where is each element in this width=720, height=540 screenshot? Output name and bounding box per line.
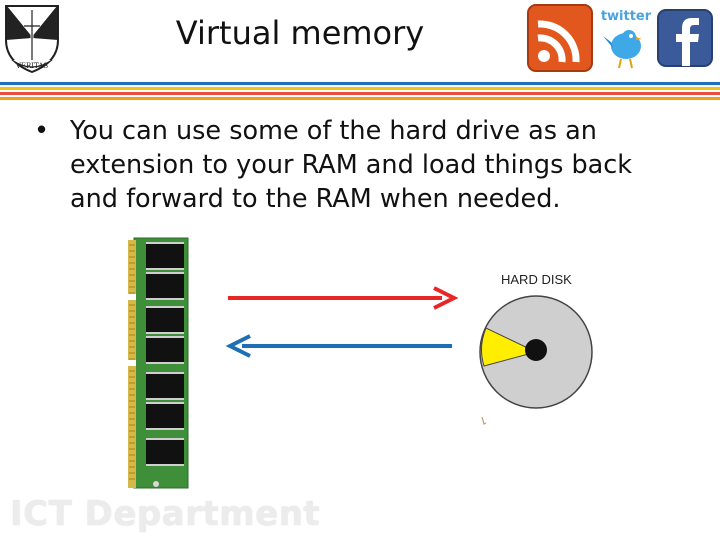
disk-used-slice xyxy=(481,327,538,367)
stripe-yellow xyxy=(0,87,720,90)
stripe-orange xyxy=(0,97,720,100)
school-crest-icon: VERITAS xyxy=(5,5,59,74)
stripe-blue xyxy=(0,82,720,85)
transfer-arrows xyxy=(225,286,459,358)
bullet-text: You can use some of the hard drive as an… xyxy=(70,116,633,214)
rss-icon[interactable] xyxy=(527,4,593,72)
arrow-to-ram-head xyxy=(225,334,251,358)
bullet-item: • You can use some of the hard drive as … xyxy=(34,114,674,216)
arrow-to-disk-head xyxy=(433,286,459,310)
hard-disk-icon xyxy=(479,295,593,409)
bullet-point: • xyxy=(34,116,50,146)
header-stripes xyxy=(0,80,720,102)
ram-module-icon xyxy=(128,237,189,489)
department-watermark: ICT Department xyxy=(10,494,321,534)
stripe-red xyxy=(0,92,720,95)
small-mark xyxy=(481,416,487,425)
slide-title: Virtual memory xyxy=(175,14,425,52)
crest-motto: VERITAS xyxy=(15,62,49,70)
twitter-wordmark: twitter xyxy=(601,9,652,24)
facebook-icon[interactable] xyxy=(656,4,714,72)
twitter-icon[interactable]: twitter xyxy=(597,4,655,72)
hard-disk-label: HARD DISK xyxy=(501,272,572,287)
